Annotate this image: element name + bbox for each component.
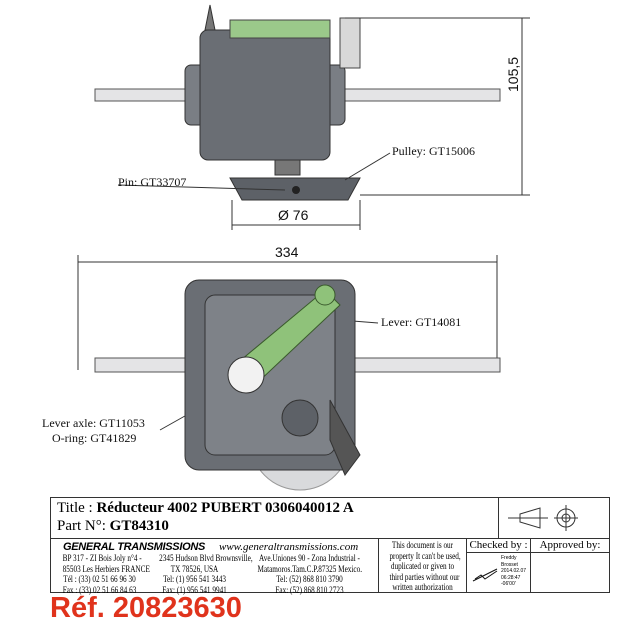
address-france: BP 317 - ZI Bois Joly n°4 -85503 Les Her… [62, 554, 150, 596]
checked-by-label: Checked by : [467, 539, 531, 553]
dimension-lines [77, 17, 530, 431]
callout-pulley: Pulley: GT15006 [392, 144, 475, 158]
callout-lever: Lever: GT14081 [381, 315, 462, 329]
title-block: Title : Réducteur 4002 PUBERT 0306040012… [50, 497, 610, 596]
address-usa: 2345 Hudson Blvd Brownsville,TX 78526, U… [159, 554, 253, 596]
top-view [94, 4, 501, 201]
approved-by-label: Approved by: [531, 539, 609, 553]
bottom-view [94, 279, 501, 491]
callout-lever-axle: Lever axle: GT11053 [42, 416, 145, 430]
reference-number: Réf. 20823630 [50, 592, 242, 624]
company-logo: GENERAL TRANSMISSIONS [63, 541, 206, 553]
height-dimension: 105,5 [505, 56, 521, 92]
projection-symbol-icon [508, 505, 578, 531]
part-row: Part N°: GT84310 [57, 518, 169, 534]
signature-scribble-icon [472, 568, 498, 582]
drawing-title: Réducteur 4002 PUBERT 0306040012 A [96, 500, 354, 516]
pulley-diameter-dimension: Ø 76 [278, 207, 309, 223]
length-dimension: 334 [275, 244, 299, 260]
website-link[interactable]: www.generaltransmissions.com [219, 541, 359, 553]
callout-o-ring: O-ring: GT41829 [52, 431, 137, 445]
title-row: Title : Réducteur 4002 PUBERT 0306040012… [57, 500, 354, 516]
callout-pin: Pin: GT33707 [118, 175, 187, 189]
part-number: GT84310 [109, 518, 169, 534]
address-mexico: Ave.Uniones 90 - Zona Industrial -Matamo… [257, 554, 363, 596]
